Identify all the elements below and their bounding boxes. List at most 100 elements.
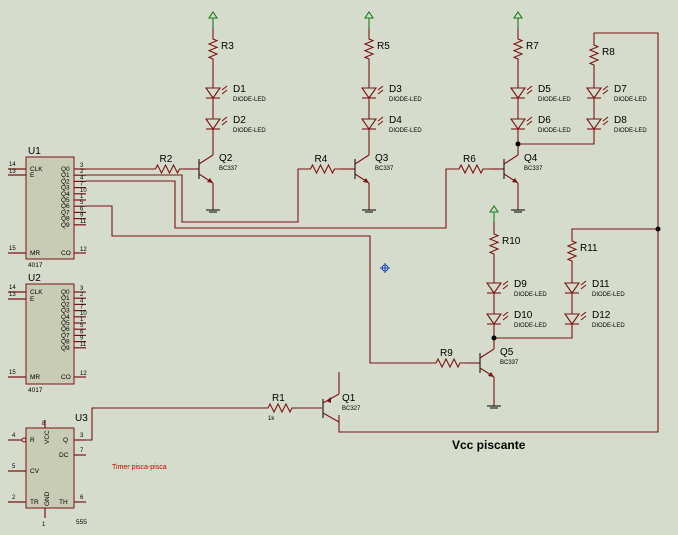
svg-text:R8: R8 [602, 47, 615, 58]
svg-text:BC337: BC337 [219, 166, 238, 172]
svg-text:5: 5 [80, 200, 84, 206]
svg-text:BC337: BC337 [500, 360, 519, 366]
svg-text:12: 12 [80, 247, 87, 253]
resistor-r1[interactable]: R1 [266, 393, 294, 414]
svg-text:4: 4 [12, 433, 16, 439]
resistor-r4[interactable]: R4 [304, 154, 341, 175]
chip-u3-part: 555 [76, 519, 87, 526]
svg-text:R10: R10 [502, 236, 521, 247]
timer-note: Timer pisca-pisca [112, 464, 167, 471]
svg-text:GND: GND [44, 491, 51, 506]
svg-text:BC337: BC337 [375, 166, 394, 172]
svg-text:5: 5 [80, 323, 84, 329]
svg-text:10: 10 [80, 311, 87, 317]
svg-text:DIODE-LED: DIODE-LED [389, 97, 422, 103]
svg-text:Q9: Q9 [61, 345, 70, 352]
resistor-r3[interactable]: R3 [207, 28, 234, 70]
svg-text:Q8: Q8 [61, 339, 70, 346]
svg-text:6: 6 [80, 206, 84, 212]
svg-text:DIODE-LED: DIODE-LED [592, 292, 625, 298]
resistor-r8[interactable]: R8 [588, 40, 615, 70]
svg-text:15: 15 [9, 246, 16, 252]
svg-text:DIODE-LED: DIODE-LED [233, 128, 266, 134]
svg-text:13: 13 [9, 292, 16, 298]
svg-text:BC337: BC337 [524, 166, 543, 172]
resistor-r2[interactable]: R2 [150, 154, 185, 175]
svg-text:Q0: Q0 [61, 289, 70, 296]
transistor-q1[interactable]: Q1 BC327 [294, 372, 361, 423]
svg-text:Q6: Q6 [61, 326, 70, 333]
ground-4 [487, 398, 501, 409]
svg-text:14: 14 [9, 162, 16, 168]
svg-text:TH: TH [59, 499, 68, 506]
resistor-r9[interactable]: R9 [430, 348, 466, 369]
svg-text:3: 3 [80, 286, 84, 292]
chip-u3[interactable]: U3 555 Timer pisca-pisca R CV TR Q DC TH… [8, 413, 167, 528]
chip-u1-part: 4017 [28, 262, 43, 269]
svg-text:DIODE-LED: DIODE-LED [514, 323, 547, 329]
svg-text:R7: R7 [526, 41, 539, 52]
svg-text:R6: R6 [463, 154, 476, 165]
svg-text:Q8: Q8 [61, 216, 70, 223]
svg-text:Q5: Q5 [61, 197, 70, 204]
svg-text:D12: D12 [592, 310, 611, 321]
svg-text:R4: R4 [315, 154, 328, 165]
resistor-r7[interactable]: R7 [512, 28, 539, 70]
svg-text:10: 10 [80, 188, 87, 194]
svg-text:R: R [30, 437, 35, 444]
svg-text:1: 1 [42, 522, 46, 528]
svg-text:VCC: VCC [44, 430, 51, 444]
svg-text:7: 7 [80, 448, 84, 454]
svg-text:D9: D9 [514, 279, 527, 290]
svg-text:DIODE-LED: DIODE-LED [614, 128, 647, 134]
svg-text:1: 1 [80, 194, 84, 200]
vcc-arrow-1 [207, 11, 219, 28]
svg-text:4: 4 [80, 298, 84, 304]
svg-text:Q7: Q7 [61, 332, 70, 339]
svg-text:R3: R3 [221, 41, 234, 52]
resistor-r5[interactable]: R5 [363, 28, 390, 70]
svg-text:13: 13 [9, 169, 16, 175]
svg-text:D11: D11 [592, 279, 610, 290]
svg-text:D3: D3 [389, 84, 402, 95]
svg-text:15: 15 [9, 370, 16, 376]
svg-text:R2: R2 [160, 154, 173, 165]
svg-text:DIODE-LED: DIODE-LED [389, 128, 422, 134]
svg-text:CLK: CLK [30, 166, 43, 173]
svg-text:Q3: Q3 [61, 308, 70, 315]
svg-text:6: 6 [80, 495, 84, 501]
resistor-r10[interactable]: R10 [488, 222, 521, 266]
svg-text:D1: D1 [233, 84, 246, 95]
svg-text:Q7: Q7 [61, 209, 70, 216]
svg-text:TR: TR [30, 499, 39, 506]
svg-text:DC: DC [59, 452, 69, 459]
vcc-arrow-2 [363, 11, 375, 28]
svg-text:6: 6 [80, 329, 84, 335]
svg-text:Q5: Q5 [500, 347, 514, 358]
resistor-r6[interactable]: R6 [452, 154, 490, 175]
svg-text:CO: CO [61, 250, 71, 257]
svg-text:R5: R5 [377, 41, 390, 52]
resistor-r11[interactable]: R11 [566, 236, 598, 266]
svg-text:Q: Q [63, 437, 68, 444]
svg-text:DIODE-LED: DIODE-LED [538, 97, 571, 103]
svg-text:8: 8 [42, 421, 46, 427]
